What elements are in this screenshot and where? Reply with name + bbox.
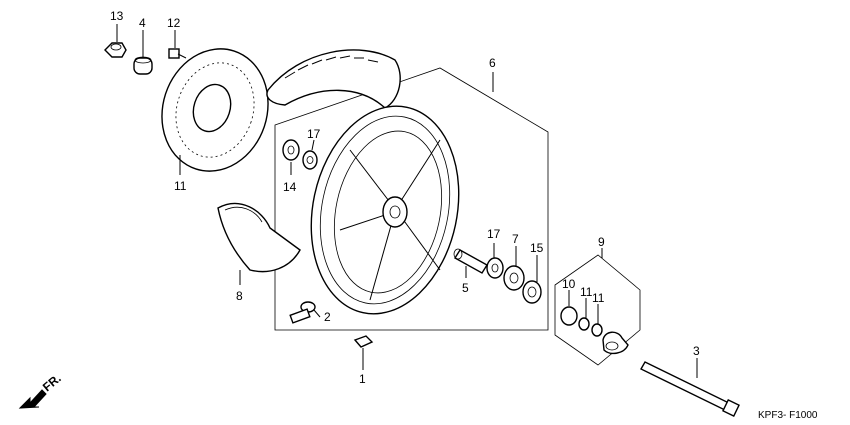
callout-17-left: 17 xyxy=(307,127,321,141)
callout-15: 14 xyxy=(283,180,297,194)
axle-nut xyxy=(104,42,127,58)
callout-9: 9 xyxy=(598,235,605,249)
brake-disc xyxy=(161,48,269,172)
tire-valve xyxy=(289,301,316,324)
dust-seal-right xyxy=(522,280,542,304)
callout-3: 3 xyxy=(693,344,700,358)
wheel-assembly-frame xyxy=(274,67,549,331)
front-axle xyxy=(640,361,740,417)
callout-11-a: 11 xyxy=(580,285,593,299)
callout-14: 13 xyxy=(110,9,124,23)
gearbox-washer-a xyxy=(578,317,590,331)
cast-wheel xyxy=(310,105,460,315)
diagram-code: KPF3- F1000 xyxy=(758,410,818,421)
dust-seal-left xyxy=(302,150,318,170)
callout-10: 10 xyxy=(562,277,576,291)
callout-labels: 13 4 12 11 17 14 6 8 2 1 5 17 7 15 9 10 … xyxy=(110,9,700,386)
disc-bolt xyxy=(168,48,187,59)
callout-2: 2 xyxy=(324,310,331,324)
front-direction-arrow: FR. xyxy=(18,371,64,409)
tire xyxy=(266,49,401,109)
side-collar xyxy=(133,56,153,75)
callout-7: 7 xyxy=(512,232,519,246)
callout-4: 4 xyxy=(139,16,146,30)
gear-retainer xyxy=(503,265,525,291)
bearing-right xyxy=(486,257,504,279)
callout-5: 5 xyxy=(462,281,469,295)
callout-17-right: 17 xyxy=(487,227,501,241)
leader-lines xyxy=(116,24,698,378)
distance-collar xyxy=(453,248,488,274)
callout-1: 1 xyxy=(359,372,366,386)
callout-16: 15 xyxy=(530,241,544,255)
balance-weight xyxy=(353,335,374,348)
gearbox-seal xyxy=(560,306,578,326)
front-mudguard-inner xyxy=(217,202,301,273)
gearbox-washer-b xyxy=(591,323,603,337)
callout-13: 12 xyxy=(167,16,181,30)
speedometer-gearbox xyxy=(602,331,629,355)
callout-6: 6 xyxy=(489,56,496,70)
callout-11-b: 11 xyxy=(592,291,605,305)
callout-8: 8 xyxy=(236,289,243,303)
speedometer-gear-frame xyxy=(554,254,641,366)
callout-12: 11 xyxy=(174,179,187,193)
bearing-left xyxy=(282,139,300,161)
